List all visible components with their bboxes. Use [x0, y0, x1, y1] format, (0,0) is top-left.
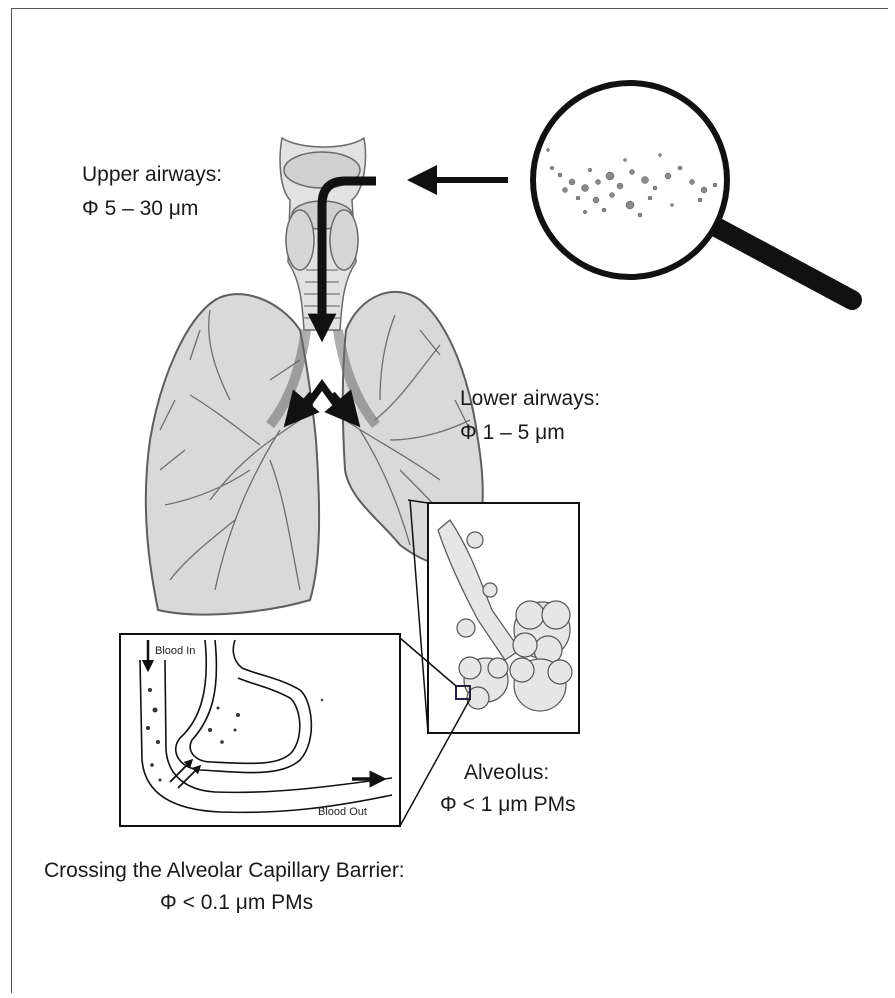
- upper-airways-title: Upper airways:: [82, 160, 222, 190]
- magnifying-glass-icon: [533, 83, 852, 300]
- barrier-title: Crossing the Alveolar Capillary Barrier:: [44, 856, 405, 886]
- upper-airways-size: Φ 5 – 30 μm: [82, 194, 198, 224]
- alveolus-title: Alveolus:: [464, 758, 549, 788]
- capillary-inset: [120, 634, 470, 826]
- lower-airways-title: Lower airways:: [460, 384, 600, 414]
- blood-in-label: Blood In: [155, 645, 195, 657]
- alveolus-size: Φ < 1 μm PMs: [440, 790, 576, 820]
- blood-out-label: Blood Out: [318, 806, 367, 818]
- lower-airways-size: Φ 1 – 5 μm: [460, 418, 565, 448]
- alveolus-inset: [408, 500, 579, 733]
- right-lung: [146, 294, 319, 614]
- barrier-size: Φ < 0.1 μm PMs: [160, 888, 313, 918]
